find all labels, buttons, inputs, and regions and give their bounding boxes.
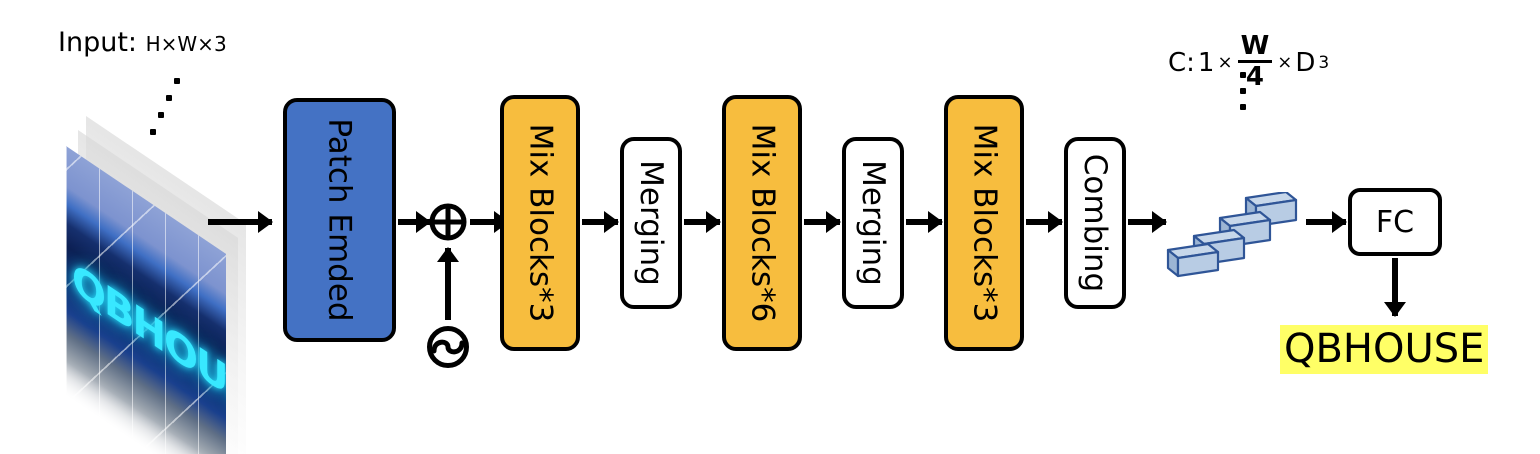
block-mix-blocks-2[interactable]: Mix Blocks*6 (722, 95, 802, 351)
block-mix-blocks-2-label: Mix Blocks*6 (744, 123, 780, 323)
arrow-input-to-patch-embed (208, 219, 272, 225)
arrow-feature-tensor-to-fc (1306, 219, 1346, 225)
block-patch-embed-label: Patch Emded (321, 118, 358, 322)
arrow-mix-blocks-2-to-merging-2 (804, 219, 840, 225)
block-fc-label: FC (1375, 204, 1415, 240)
arrow-mix-blocks-3-to-combing (1026, 219, 1062, 225)
feature-tensor-numerator: W (1240, 31, 1270, 61)
arrow-combing-to-feature-tensor (1128, 219, 1166, 225)
fraction-bar-icon (1237, 60, 1273, 63)
block-patch-embed[interactable]: Patch Emded (283, 98, 396, 342)
sum-symbol-icon (429, 203, 467, 241)
block-mix-blocks-1[interactable]: Mix Blocks*3 (500, 95, 580, 351)
feature-tensor-ellipsis (1236, 72, 1250, 120)
input-ellipsis (148, 78, 184, 135)
feature-tensor-times-2: × (1277, 52, 1293, 73)
feature-tensor-blocks (1166, 192, 1298, 278)
feature-block-1 (1166, 242, 1220, 278)
feature-tensor-last-dim-sub: 3 (1318, 52, 1330, 73)
arrow-sum-to-mix-blocks-1 (470, 219, 508, 225)
arrow-fc-to-output (1392, 258, 1398, 316)
feature-tensor-prefix: C: (1168, 47, 1195, 78)
block-merging-1-label: Merging (633, 160, 670, 286)
block-combing-label: Combing (1077, 153, 1113, 293)
feature-tensor-times-1: × (1217, 52, 1233, 73)
block-fc[interactable]: FC (1348, 188, 1442, 256)
arrow-merging-2-to-mix-blocks-3 (906, 219, 942, 225)
input-label-prefix: Input: (58, 27, 138, 58)
block-mix-blocks-1-label: Mix Blocks*3 (522, 123, 558, 323)
feature-tensor-first-dim: 1 (1197, 47, 1215, 78)
arrow-patch-embed-to-sum (398, 219, 430, 225)
arrow-pos-encoding-to-sum (445, 248, 451, 320)
input-label-dims: H×W×3 (145, 32, 227, 56)
feature-tensor-fraction: W 4 (1237, 31, 1273, 92)
arrow-merging-1-to-mix-blocks-2 (684, 219, 720, 225)
block-merging-2-label: Merging (855, 160, 892, 286)
sine-wave-circle-icon (427, 326, 469, 368)
block-combing[interactable]: Combing (1064, 137, 1126, 309)
input-image-stack: QBHOUSE (60, 60, 310, 454)
block-mix-blocks-3-label: Mix Blocks*3 (966, 123, 1002, 323)
feature-tensor-last-dim: D (1295, 47, 1316, 78)
output-prediction-text: QBHOUSE (1280, 325, 1489, 374)
block-mix-blocks-3[interactable]: Mix Blocks*3 (944, 95, 1024, 351)
block-merging-2[interactable]: Merging (842, 137, 904, 309)
feature-tensor-denominator: 4 (1245, 62, 1264, 92)
block-merging-1[interactable]: Merging (620, 137, 682, 309)
input-label: Input: H×W×3 (58, 27, 227, 58)
arrow-mix-blocks-1-to-merging-1 (582, 219, 618, 225)
